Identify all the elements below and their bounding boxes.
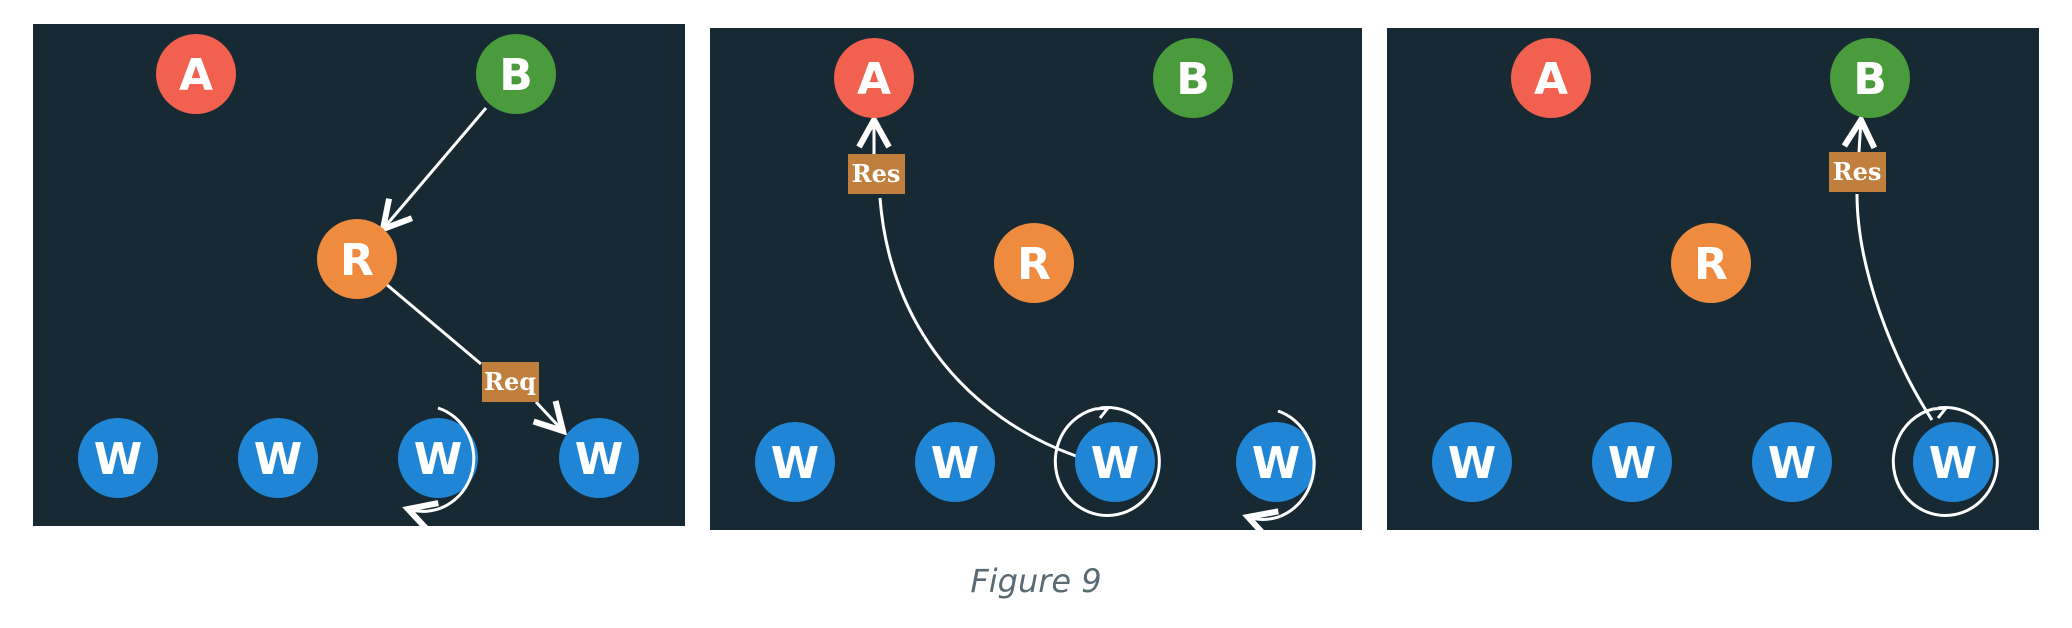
edge-req-to-w4 xyxy=(536,402,563,431)
svg-text:W: W xyxy=(931,438,980,489)
svg-text:W: W xyxy=(254,434,303,485)
svg-text:A: A xyxy=(857,54,891,105)
node-b: B xyxy=(1830,38,1910,118)
node-w-1: W xyxy=(755,422,835,502)
svg-text:A: A xyxy=(179,50,213,101)
edge-res-to-b xyxy=(1859,120,1861,153)
panel-3: A B R W W W W Res xyxy=(1387,28,2039,530)
response-tag: Res xyxy=(1829,152,1886,192)
node-w-2: W xyxy=(1592,422,1672,502)
node-b: B xyxy=(1153,38,1233,118)
processing-ring xyxy=(1891,405,1999,517)
node-w-4: W xyxy=(559,418,639,498)
node-w-4: W xyxy=(1913,422,1993,502)
processing-ring xyxy=(1053,405,1161,517)
node-r: R xyxy=(317,219,397,299)
panel-2: A B R W W W W xyxy=(710,28,1362,530)
svg-text:Res: Res xyxy=(852,159,901,188)
node-a: A xyxy=(834,38,914,118)
panel-1-diagram: A B R W W W W Req xyxy=(78,34,639,526)
request-tag: Req xyxy=(482,362,539,402)
edge-r-to-req xyxy=(385,282,482,366)
node-a: A xyxy=(1511,38,1591,118)
svg-text:W: W xyxy=(1768,438,1817,489)
node-a: A xyxy=(156,34,236,114)
response-tag: Res xyxy=(848,154,905,194)
svg-text:W: W xyxy=(414,434,463,485)
processing-loop-arrow xyxy=(1248,409,1316,519)
svg-text:B: B xyxy=(1853,54,1887,105)
svg-text:Req: Req xyxy=(484,367,536,396)
svg-text:W: W xyxy=(1252,438,1301,489)
panel-2-diagram: A B R W W W W xyxy=(755,38,1316,530)
svg-text:B: B xyxy=(499,50,533,101)
svg-text:R: R xyxy=(1694,239,1728,290)
svg-text:R: R xyxy=(340,235,374,286)
node-w-2: W xyxy=(915,422,995,502)
svg-text:Res: Res xyxy=(1833,157,1882,186)
node-w-2: W xyxy=(238,418,318,498)
figure-caption: Figure 9 xyxy=(970,562,1102,600)
panel-1: A B R W W W W Req xyxy=(33,24,685,526)
node-w-3: W xyxy=(1752,422,1832,502)
ring-arrowhead xyxy=(1932,406,1950,419)
ring-arrowhead xyxy=(1094,406,1112,419)
svg-text:W: W xyxy=(1448,438,1497,489)
processing-loop-arrow xyxy=(408,406,476,511)
node-r: R xyxy=(994,223,1074,303)
panel-3-diagram: A B R W W W W Res xyxy=(1432,38,1999,517)
svg-text:W: W xyxy=(1608,438,1657,489)
svg-text:A: A xyxy=(1534,54,1568,105)
svg-text:W: W xyxy=(575,434,624,485)
node-r: R xyxy=(1671,223,1751,303)
edge-w3-to-res xyxy=(878,197,1077,458)
edge-b-to-r xyxy=(383,107,488,229)
node-w-1: W xyxy=(78,418,158,498)
node-w-3: W xyxy=(398,418,478,498)
node-w-1: W xyxy=(1432,422,1512,502)
svg-text:W: W xyxy=(771,438,820,489)
svg-text:R: R xyxy=(1017,239,1051,290)
svg-text:W: W xyxy=(1929,438,1978,489)
svg-text:W: W xyxy=(1091,438,1140,489)
svg-text:B: B xyxy=(1176,54,1210,105)
node-w-4: W xyxy=(1236,422,1316,502)
svg-text:W: W xyxy=(94,434,143,485)
edge-w4-to-res xyxy=(1855,193,1934,421)
node-w-3: W xyxy=(1075,422,1155,502)
node-b: B xyxy=(476,34,556,114)
